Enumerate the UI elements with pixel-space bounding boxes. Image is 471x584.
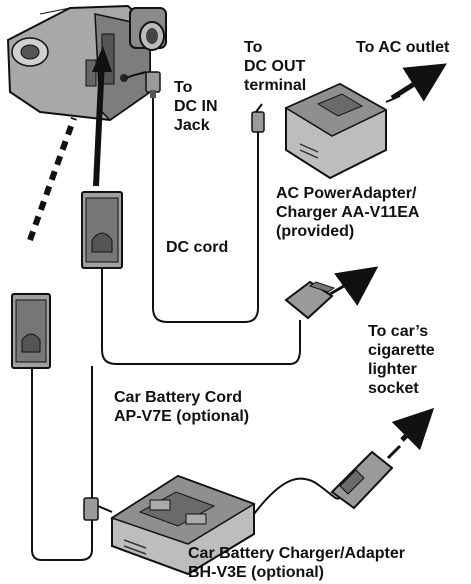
dc-out-label: To DC OUT terminal xyxy=(244,38,306,95)
dc-in-line-2: DC IN xyxy=(174,98,218,115)
car-cigarette-plug-upper xyxy=(284,280,345,320)
ac-outlet-text: To AC outlet xyxy=(356,39,450,56)
car-cigarette-plug-lower xyxy=(330,444,402,510)
car-battery-charger xyxy=(110,474,256,576)
car-cord-label: Car Battery Cord AP-V7E (optional) xyxy=(114,388,249,426)
car-battery-cord xyxy=(101,268,301,365)
dc-cord xyxy=(152,98,259,323)
dc-out-line-2: DC OUT xyxy=(244,58,306,75)
dc-in-line-1: To xyxy=(174,79,193,96)
car-charger-line-1: Car Battery Charger/Adapter xyxy=(188,545,405,562)
ac-adapter-line-3: (provided) xyxy=(276,223,355,240)
ac-adapter-label: AC PowerAdapter/ Charger AA-V11EA (provi… xyxy=(276,184,419,241)
dc-out-line-3: terminal xyxy=(244,77,307,94)
car-lighter-label: To car’s cigarette lighter socket xyxy=(368,322,435,398)
dashed-arrow xyxy=(27,116,77,242)
car-cord-line-1: Car Battery Cord xyxy=(114,389,243,406)
car-lighter-line-4: socket xyxy=(368,380,419,397)
battery-pack-left xyxy=(11,293,51,369)
ac-outlet-label: To AC outlet xyxy=(356,38,449,57)
car-charger-line-2: BH-V3E (optional) xyxy=(188,564,324,581)
ac-power-adapter xyxy=(284,82,401,180)
car-charger-label: Car Battery Charger/Adapter BH-V3E (opti… xyxy=(188,544,405,582)
dc-out-plug xyxy=(251,103,265,133)
arrow-to-ac-outlet xyxy=(390,63,447,102)
charger-car-cord xyxy=(253,477,341,515)
car-lighter-line-2: cigarette xyxy=(368,342,435,359)
dc-in-label: To DC IN Jack xyxy=(174,78,218,135)
dc-in-line-3: Jack xyxy=(174,117,210,134)
car-lighter-line-3: lighter xyxy=(368,361,417,378)
dc-out-line-1: To xyxy=(244,39,263,56)
ac-adapter-line-1: AC PowerAdapter/ xyxy=(276,185,417,202)
solid-arrow xyxy=(92,46,112,187)
car-lighter-line-1: To car’s xyxy=(368,323,429,340)
camcorder xyxy=(6,4,167,122)
battery-left-cable xyxy=(31,366,93,561)
arrow-to-car-socket-lower xyxy=(391,407,435,451)
dc-cord-text: DC cord xyxy=(166,239,229,256)
dc-in-plug xyxy=(125,71,161,98)
charger-dc-plug xyxy=(83,497,113,521)
car-cord-line-2: AP-V7E (optional) xyxy=(114,408,250,425)
arrow-to-car-socket xyxy=(334,266,379,306)
dc-cord-label: DC cord xyxy=(166,238,228,257)
ac-adapter-line-2: Charger AA-V11EA xyxy=(276,204,420,221)
battery-adapter-middle xyxy=(81,191,123,269)
